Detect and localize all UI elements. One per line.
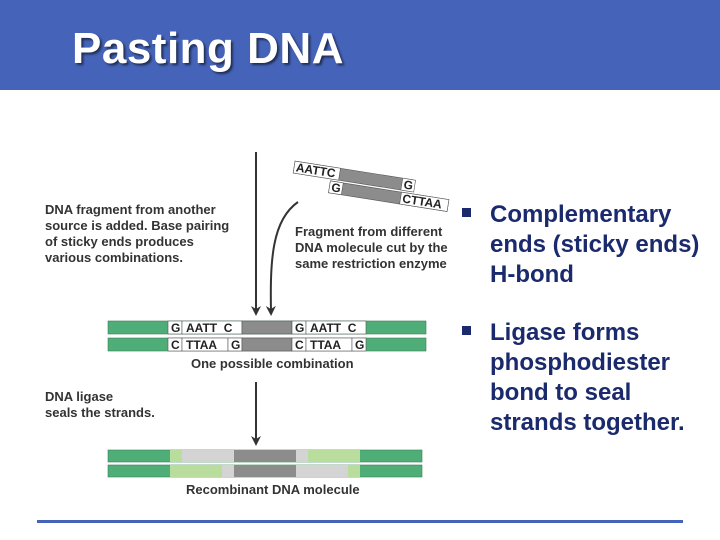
combo-bottom-label-2: G (231, 338, 240, 352)
fragment-top-right-label: G (403, 177, 414, 192)
caption-fragment-added: DNA fragment from another source is adde… (45, 202, 229, 266)
fragment-top-left-label: AATTC (295, 160, 337, 180)
fragment-bottom-right-label: CTTAA (401, 191, 443, 211)
bullet-list: Complementary ends (sticky ends) H-bond … (462, 200, 720, 466)
caption-fragment-added-line-2: source is added. Base pairing (45, 218, 230, 233)
fragment-bottom-left-label: G (330, 180, 341, 195)
caption-fragment-added-line-4: various combinations. (45, 250, 183, 265)
combo-top-label-2: G (295, 321, 304, 335)
caption-fragment-source: Fragment from different DNA molecule cut… (295, 224, 448, 272)
page-title: Pasting DNA (72, 24, 344, 73)
combination-strands: G AATT C G AATT C C TTAA G C TTAA G (107, 320, 427, 352)
recomb-top-seg-5 (308, 450, 360, 462)
bullet-text: Ligase forms phosphodiester bond to seal… (490, 319, 685, 436)
recomb-top-seg-2 (182, 450, 234, 462)
combo-bottom-box-g2 (351, 337, 367, 352)
caption-fragment-source-line-3: same restriction enzyme (295, 256, 447, 271)
caption-fragment-source-line-1: Fragment from different (295, 224, 443, 239)
caption-fragment-source-line-2: DNA molecule cut by the (295, 240, 448, 255)
caption-fragment-added-line-1: DNA fragment from another (45, 202, 216, 217)
recomb-bottom-seg-5 (348, 465, 360, 477)
combo-bottom-label-0: C (171, 338, 180, 352)
recomb-top-seg-3 (234, 450, 296, 462)
recomb-bottom-seg-1 (170, 465, 222, 477)
combo-bottom-gray-mid (241, 337, 293, 352)
fragment-bottom-left-box (328, 180, 344, 196)
fragment-bottom-sticky-end (399, 191, 450, 212)
recomb-bottom-seg-2 (222, 465, 234, 477)
dna-diagram-svg: AATTC G G CTTAA G AATT C G AATT C (107, 152, 450, 478)
recomb-top-seg-1 (170, 450, 182, 462)
combo-top-gray-mid (241, 320, 293, 335)
recombinant-strands (107, 449, 423, 478)
caption-ligase: DNA ligase seals the strands. (45, 389, 155, 421)
fragment-top-sticky-end (292, 160, 341, 181)
caption-ligase-line-2: seals the strands. (45, 405, 155, 420)
square-bullet-icon (462, 208, 471, 217)
bullet-marker-holder (462, 200, 476, 230)
square-bullet-icon (462, 326, 471, 335)
recomb-bottom-seg-4 (296, 465, 348, 477)
recomb-bottom-seg-3 (234, 465, 296, 477)
caption-combination: One possible combination (191, 356, 354, 371)
combo-bottom-label-1: TTAA (186, 338, 217, 352)
fragment-top-right-box (400, 177, 416, 193)
bullet-item: Ligase forms phosphodiester bond to seal… (462, 318, 720, 438)
combo-top-label-3: AATT C (310, 321, 357, 335)
dna-diagram: AATTC G G CTTAA G AATT C G AATT C (0, 90, 470, 520)
bullet-text: Complementary ends (sticky ends) H-bond (490, 201, 700, 288)
bullet-item: Complementary ends (sticky ends) H-bond (462, 200, 720, 290)
arrow-curved-down (265, 201, 299, 316)
bullet-marker-holder (462, 318, 476, 348)
combo-top-box-aattc2 (305, 320, 367, 335)
header-bar: Pasting DNA (0, 0, 720, 90)
combo-top-label-0: G (171, 321, 180, 335)
recomb-top-seg-4 (296, 450, 308, 462)
combo-bottom-label-5: G (355, 338, 364, 352)
source-fragment: AATTC G G CTTAA (292, 160, 450, 212)
caption-ligase-line-1: DNA ligase (45, 389, 114, 404)
caption-fragment-added-line-3: of sticky ends produces (45, 234, 194, 249)
footer-divider (37, 520, 683, 523)
combo-bottom-label-3: C (295, 338, 304, 352)
combo-bottom-label-4: TTAA (310, 338, 341, 352)
caption-recombinant: Recombinant DNA molecule (186, 482, 360, 497)
combo-top-label-1: AATT C (186, 321, 233, 335)
